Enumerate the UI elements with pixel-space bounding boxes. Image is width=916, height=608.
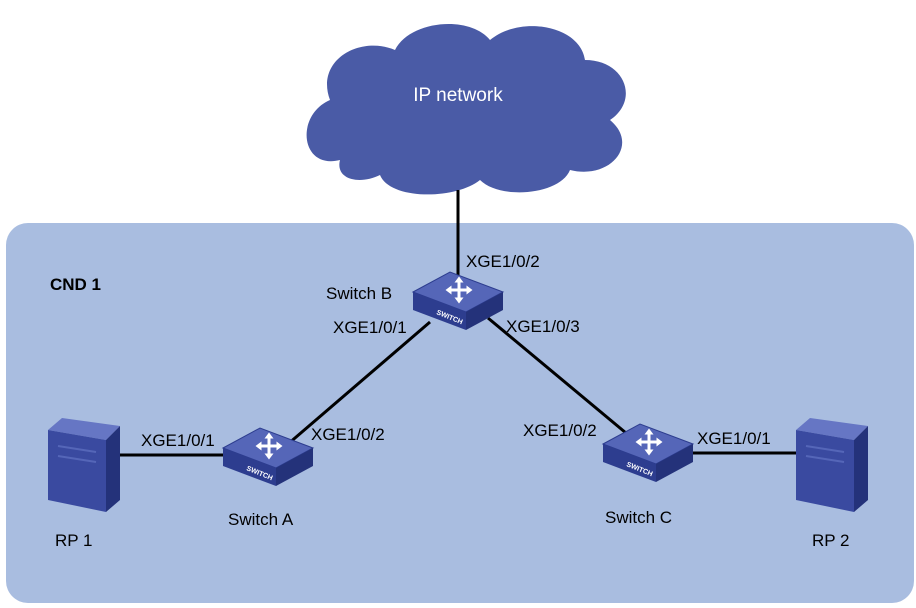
rp2-label: RP 2 (812, 531, 850, 550)
port-b-to-c: XGE1/0/3 (506, 317, 580, 336)
cloud-shape (306, 23, 626, 195)
link-b-a (287, 320, 431, 446)
port-a-to-rp1: XGE1/0/1 (141, 431, 215, 450)
port-c-to-rp2: XGE1/0/1 (697, 429, 771, 448)
region-label: CND 1 (50, 275, 101, 294)
links (118, 190, 800, 457)
switch-b-label: Switch B (326, 284, 392, 303)
port-c-to-b: XGE1/0/2 (523, 421, 597, 440)
server-rp2[interactable] (796, 418, 868, 512)
cnd-region (6, 223, 914, 603)
switch-b[interactable]: SWITCH (411, 271, 505, 330)
ip-network-cloud: IP network (306, 23, 626, 195)
rp1-label: RP 1 (55, 531, 93, 550)
switch-a-label: Switch A (228, 510, 294, 529)
switch-c-label: Switch C (605, 508, 672, 527)
port-b-uplink: XGE1/0/2 (466, 252, 540, 271)
link-b-c (487, 316, 633, 440)
server-rp1[interactable] (48, 418, 120, 512)
port-b-to-a: XGE1/0/1 (333, 318, 407, 337)
port-a-to-b: XGE1/0/2 (311, 425, 385, 444)
cloud-label: IP network (413, 85, 503, 106)
